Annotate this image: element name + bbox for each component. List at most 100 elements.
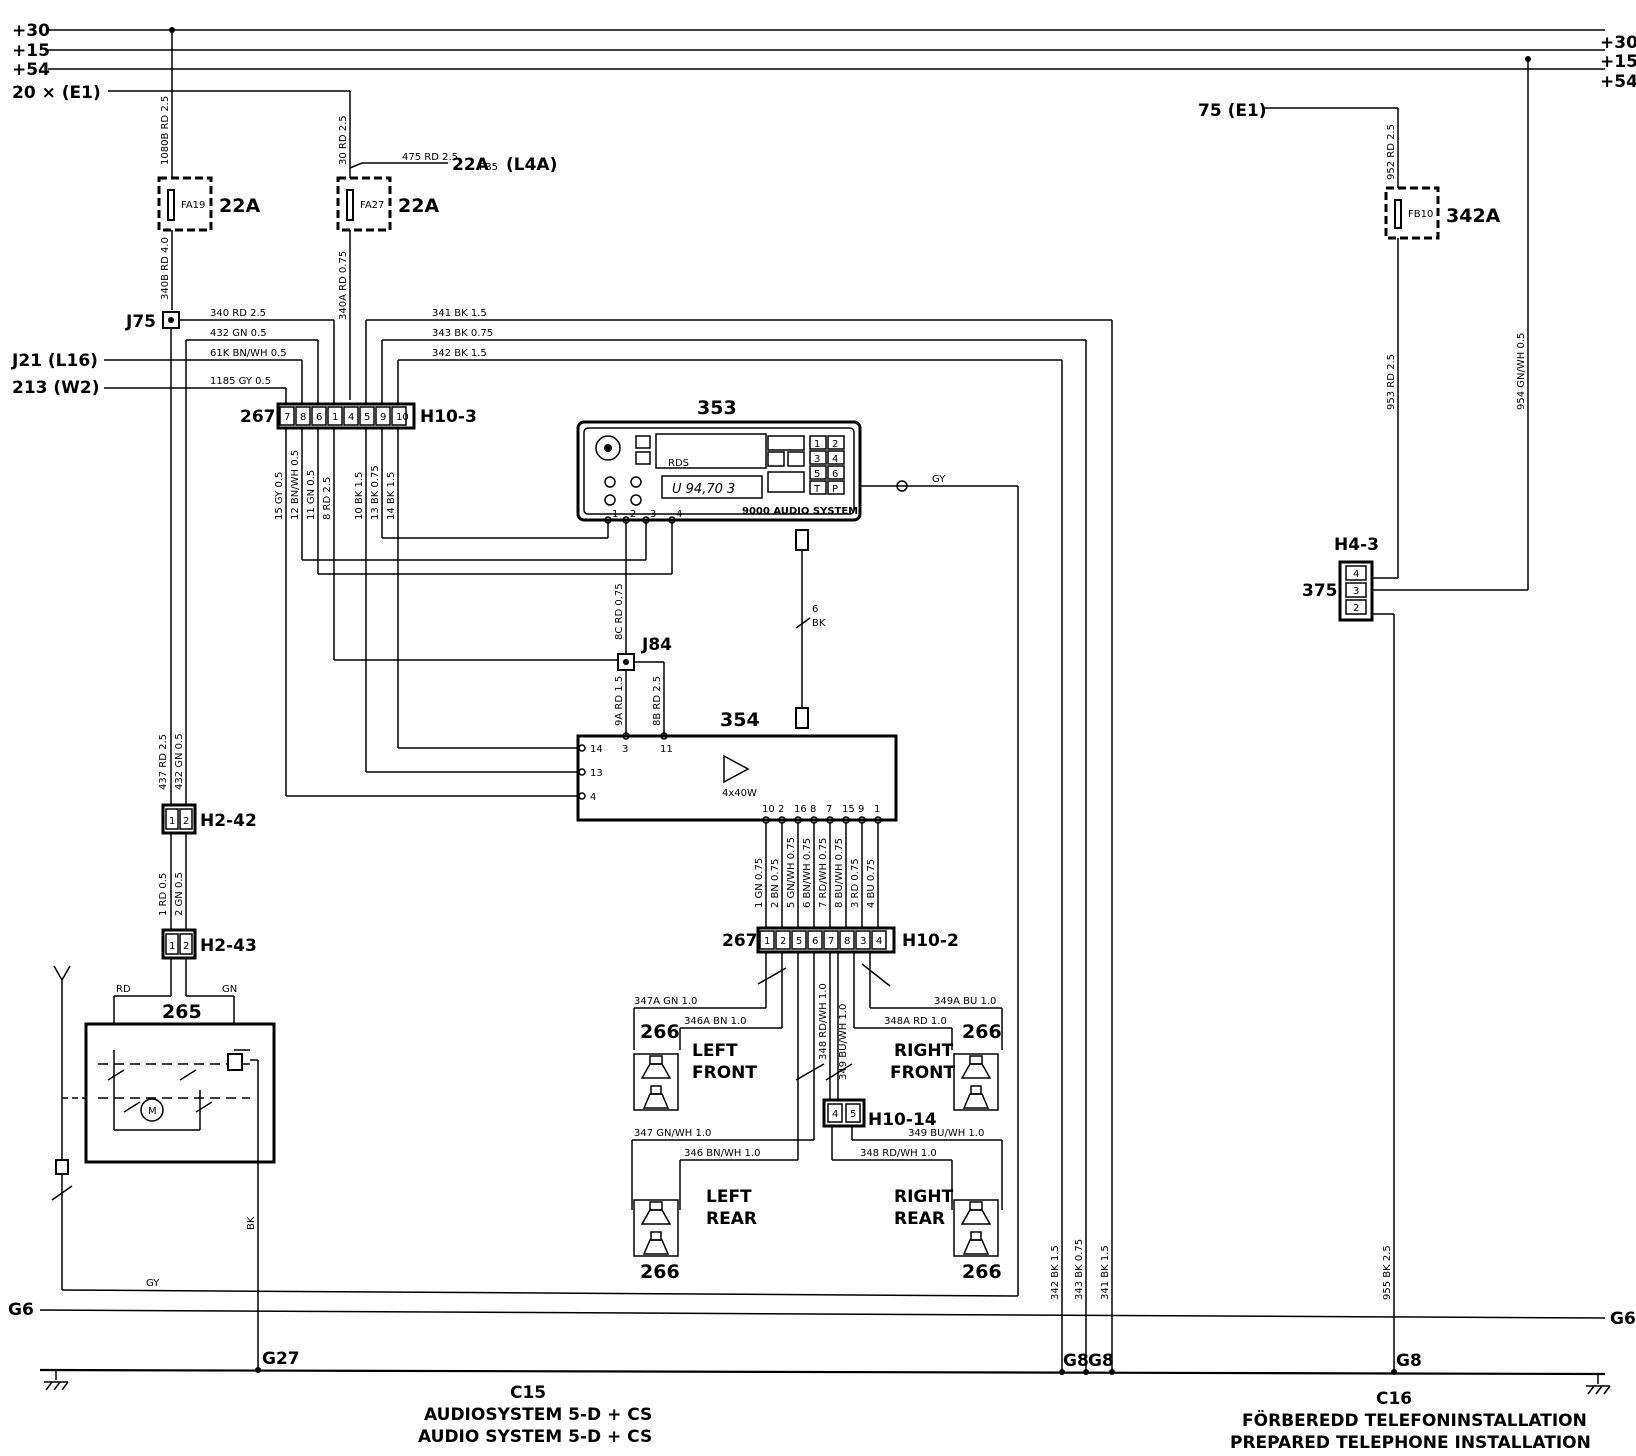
svg-text:10 BK 1.5: 10 BK 1.5 bbox=[354, 472, 365, 520]
connector-pin bbox=[807, 930, 823, 950]
svg-text:343 BK 0.75: 343 BK 0.75 bbox=[1074, 1239, 1085, 1300]
antenna-plug bbox=[55, 1159, 69, 1175]
motor-icon bbox=[140, 1098, 164, 1122]
rail-ground bbox=[39, 1368, 1606, 1376]
svg-text:14 BK 1.5: 14 BK 1.5 bbox=[386, 472, 397, 520]
ref-j21: J21 (L16) bbox=[11, 351, 98, 371]
amp-pin-number: 14 bbox=[590, 744, 603, 755]
telephone-prep: 75 (E1) 952 RD 2.5 FB10 342A 953 RD 2.5 … bbox=[1198, 59, 1529, 1375]
amplifier-id: 354 bbox=[720, 709, 760, 731]
svg-text:BK: BK bbox=[812, 618, 826, 629]
radio-key-label: P bbox=[832, 484, 838, 495]
amp-pin-number: 9 bbox=[858, 804, 864, 815]
svg-text:341 BK 1.5: 341 BK 1.5 bbox=[1100, 1245, 1111, 1300]
amp-pin bbox=[622, 732, 630, 740]
coax-plug bbox=[795, 529, 809, 551]
radio-pin-number: 3 bbox=[650, 509, 656, 520]
fuse-fb10 bbox=[1384, 186, 1440, 240]
svg-text:343 BK 0.75: 343 BK 0.75 bbox=[432, 328, 493, 339]
speaker-icon bbox=[640, 1209, 672, 1225]
svg-text:5 GN/WH 0.75: 5 GN/WH 0.75 bbox=[786, 837, 797, 908]
svg-text:FRONT: FRONT bbox=[692, 1063, 757, 1083]
connector-pin bbox=[179, 808, 193, 830]
connector-h2-42-label: H2-42 bbox=[200, 811, 257, 831]
svg-text:340 RD 2.5: 340 RD 2.5 bbox=[210, 308, 266, 319]
rail-54-label-right: +54 bbox=[1600, 72, 1636, 92]
connector-pin bbox=[1345, 599, 1367, 615]
svg-text:RIGHT: RIGHT bbox=[894, 1187, 954, 1207]
connector-h10-3-ref: 267 bbox=[240, 407, 276, 427]
svg-text:342 BK 1.5: 342 BK 1.5 bbox=[432, 348, 487, 359]
power-rails: +30 +15 +54 +30 +15 +54 G6 G6 bbox=[8, 21, 1636, 1376]
radio-pin bbox=[642, 516, 650, 524]
svg-text:4 BU 0.75: 4 BU 0.75 bbox=[866, 859, 877, 908]
svg-text:432 GN 0.5: 432 GN 0.5 bbox=[210, 328, 267, 339]
connector-pin bbox=[759, 930, 775, 950]
radio-brand: 9000 AUDIO SYSTEM bbox=[742, 506, 858, 517]
fuse-fa19 bbox=[157, 176, 213, 232]
ref-e1-right: 75 (E1) bbox=[1198, 101, 1267, 121]
connector-pin bbox=[327, 406, 343, 426]
speaker-enclosure bbox=[633, 1199, 679, 1257]
speaker-wiring: 347A GN 1.0 346A BN 1.0 349A BU 1.0 348A… bbox=[631, 952, 1003, 1210]
ground-g8: G8 bbox=[1063, 1351, 1089, 1371]
connector-h10-3-label: H10-3 bbox=[420, 407, 477, 427]
amp-pin bbox=[660, 732, 668, 740]
ref-e1-left: 20 × (E1) bbox=[12, 83, 101, 103]
connector-pin-number: 6 bbox=[812, 936, 818, 947]
speaker-icon bbox=[960, 1063, 992, 1079]
speaker-icon bbox=[642, 1239, 670, 1255]
svg-text:8B RD 2.5: 8B RD 2.5 bbox=[652, 676, 663, 726]
svg-text:13 BK 0.75: 13 BK 0.75 bbox=[370, 465, 381, 520]
radio-key bbox=[827, 450, 845, 465]
radio-key bbox=[809, 450, 827, 465]
svg-text:FB5: FB5 bbox=[479, 162, 498, 173]
svg-text:266: 266 bbox=[962, 1261, 1002, 1283]
fuse-fb10-id: FB10 bbox=[1408, 209, 1433, 220]
connector-pin-number: 1 bbox=[169, 816, 175, 827]
connector-pin-number: 6 bbox=[316, 412, 322, 423]
svg-text:348A RD 1.0: 348A RD 1.0 bbox=[884, 1016, 947, 1027]
radio-pin bbox=[604, 516, 612, 524]
radio-key bbox=[809, 480, 827, 495]
svg-text:2 GN 0.5: 2 GN 0.5 bbox=[174, 872, 185, 916]
svg-text:341 BK 1.5: 341 BK 1.5 bbox=[432, 308, 487, 319]
footer-c15-line1: AUDIOSYSTEM 5-D + CS bbox=[424, 1405, 652, 1425]
connector-pin-number: 9 bbox=[380, 412, 386, 423]
svg-text:7 RD/WH 0.75: 7 RD/WH 0.75 bbox=[818, 838, 829, 908]
svg-text:346 BN/WH 1.0: 346 BN/WH 1.0 bbox=[684, 1148, 760, 1159]
svg-text:266: 266 bbox=[640, 1021, 680, 1043]
connector-pin-number: 5 bbox=[850, 1109, 856, 1120]
connector-pin-number: 2 bbox=[780, 936, 786, 947]
connector-pin-number: 3 bbox=[860, 936, 866, 947]
j84-area: 8C RD 0.75 J84 9A RD 1.5 8B RD 2.5 bbox=[614, 520, 672, 736]
connector-pin bbox=[855, 930, 871, 950]
radio-key bbox=[809, 435, 827, 450]
svg-text:30 RD 2.5: 30 RD 2.5 bbox=[338, 115, 349, 165]
svg-text:GY: GY bbox=[146, 1278, 160, 1289]
radio-key bbox=[809, 465, 827, 480]
connector-h2-43-label: H2-43 bbox=[200, 936, 257, 956]
rail-15-label: +15 bbox=[12, 41, 50, 61]
amp-pin-number: 4 bbox=[590, 792, 596, 803]
junction-j75-label: J75 bbox=[125, 312, 156, 332]
ground-g8-group: 342 BK 1.5 343 BK 0.75 341 BK 1.5 G8 G8 bbox=[1050, 1239, 1115, 1375]
fuse-element bbox=[167, 189, 175, 221]
speaker-enclosure bbox=[633, 1053, 679, 1111]
ref-l4a: 22A bbox=[452, 155, 490, 175]
svg-text:1185 GY 0.5: 1185 GY 0.5 bbox=[210, 376, 271, 387]
radio-key bbox=[827, 480, 845, 495]
speaker-icon bbox=[640, 1063, 672, 1079]
connector-pin bbox=[1345, 582, 1367, 598]
radio-pin-number: 4 bbox=[676, 509, 682, 520]
svg-text:LEFT: LEFT bbox=[692, 1041, 738, 1061]
svg-text:437 RD 2.5: 437 RD 2.5 bbox=[158, 734, 169, 790]
ground-g8: G8 bbox=[1088, 1351, 1114, 1371]
svg-text:349 BU/WH 1.0: 349 BU/WH 1.0 bbox=[838, 1004, 849, 1080]
speaker-left-rear: 266 LEFT REAR bbox=[633, 1187, 757, 1283]
radio-key-label: 6 bbox=[832, 469, 838, 480]
footer-c16: C16 bbox=[1376, 1389, 1412, 1409]
motor-label: M bbox=[148, 1106, 157, 1117]
